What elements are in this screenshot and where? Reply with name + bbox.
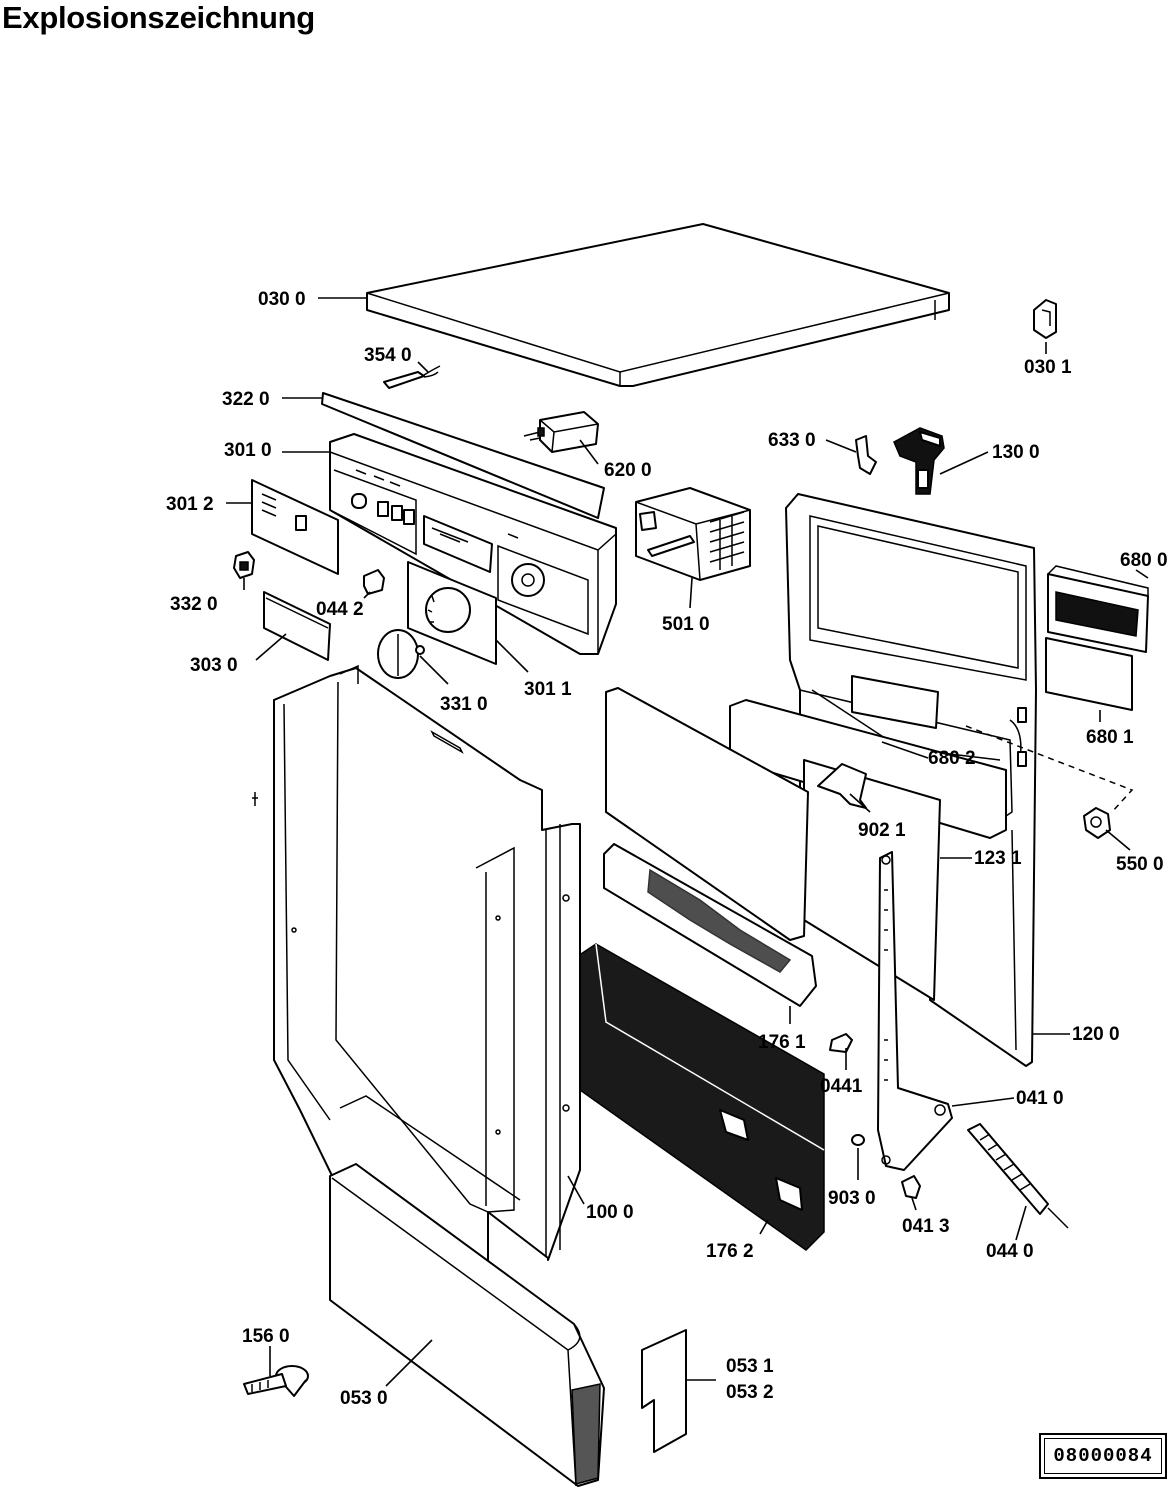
document-number-box: 08000084 xyxy=(1039,1433,1167,1479)
part-620-0-switch xyxy=(523,411,599,453)
label-322-0: 322 0 xyxy=(222,389,270,410)
leader-lines xyxy=(226,297,1149,1387)
part-301-0-control-panel xyxy=(329,433,617,655)
page-title: Explosionszeichnung xyxy=(2,0,315,35)
label-053-1: 053 1 xyxy=(726,1356,774,1377)
label-044-1: 0441 xyxy=(820,1076,863,1097)
part-680-0-board xyxy=(1047,565,1149,653)
part-044-0-spring xyxy=(967,1123,1069,1229)
part-303-0-handle xyxy=(263,591,331,661)
document-number: 08000084 xyxy=(1044,1438,1162,1474)
label-331-0: 331 0 xyxy=(440,694,488,715)
label-903-0: 903 0 xyxy=(828,1188,876,1209)
label-680-1: 680 1 xyxy=(1086,727,1134,748)
label-680-0: 680 0 xyxy=(1120,550,1168,571)
part-550-0-connector xyxy=(1083,807,1111,839)
part-156-0-funnel xyxy=(243,1365,309,1397)
part-044-1-clip xyxy=(829,1033,853,1053)
label-100-0: 100 0 xyxy=(586,1202,634,1223)
label-156-0: 156 0 xyxy=(242,1326,290,1347)
label-301-2: 301 2 xyxy=(166,494,214,515)
callout-labels: 030 0 030 1 354 0 322 0 301 0 620 0 633 … xyxy=(166,289,1168,1409)
part-680-1-board-cover xyxy=(1045,637,1133,711)
part-130-0-door-lock xyxy=(893,427,945,495)
label-041-0: 041 0 xyxy=(1016,1088,1064,1109)
part-123-1-panel xyxy=(803,759,941,1001)
label-053-2: 053 2 xyxy=(726,1382,774,1403)
dashed-assembly-line xyxy=(965,725,1134,813)
label-620-0: 620 0 xyxy=(604,460,652,481)
part-053-0-plinth xyxy=(329,1163,605,1487)
part-633-0-clip xyxy=(855,435,877,475)
label-501-0: 501 0 xyxy=(662,614,710,635)
part-044-2-clip xyxy=(363,569,385,595)
part-301-1-dial-plate xyxy=(407,561,497,665)
part-030-1-bracket xyxy=(1033,299,1057,339)
part-501-0-programmer xyxy=(635,487,751,581)
label-303-0: 303 0 xyxy=(190,655,238,676)
label-680-2: 680 2 xyxy=(928,748,976,769)
label-030-0: 030 0 xyxy=(258,289,306,310)
part-354-0-cable xyxy=(383,365,441,389)
label-301-0: 301 0 xyxy=(224,440,272,461)
part-331-0-knob xyxy=(377,629,425,679)
label-354-0: 354 0 xyxy=(364,345,412,366)
label-176-2: 176 2 xyxy=(706,1241,754,1262)
part-332-0-button xyxy=(233,551,255,579)
part-041-3-pin xyxy=(901,1175,921,1199)
part-100-0-outer-door xyxy=(252,664,581,1293)
label-030-1: 030 1 xyxy=(1024,357,1072,378)
part-322-0-trim-strip xyxy=(321,392,605,519)
label-044-0: 044 0 xyxy=(986,1241,1034,1262)
label-053-0: 053 0 xyxy=(340,1388,388,1409)
part-301-2-side-panel xyxy=(251,479,339,575)
label-301-1: 301 1 xyxy=(524,679,572,700)
part-903-0-washer xyxy=(851,1134,865,1146)
label-176-1: 176 1 xyxy=(758,1032,806,1053)
label-120-0: 120 0 xyxy=(1072,1024,1120,1045)
label-332-0: 332 0 xyxy=(170,594,218,615)
part-176-1-foam-strip xyxy=(603,843,817,1007)
label-550-0: 550 0 xyxy=(1116,854,1164,875)
part-041-0-hinge-arm xyxy=(877,851,953,1171)
label-902-1: 902 1 xyxy=(858,820,906,841)
part-053-1-side-strip xyxy=(641,1329,687,1453)
label-041-3: 041 3 xyxy=(902,1216,950,1237)
label-633-0: 633 0 xyxy=(768,430,816,451)
part-front-insulation-panel xyxy=(605,687,809,941)
label-130-0: 130 0 xyxy=(992,442,1040,463)
label-044-2: 044 2 xyxy=(316,599,364,620)
label-123-1: 123 1 xyxy=(974,848,1022,869)
part-030-0-top-cover xyxy=(366,223,950,387)
